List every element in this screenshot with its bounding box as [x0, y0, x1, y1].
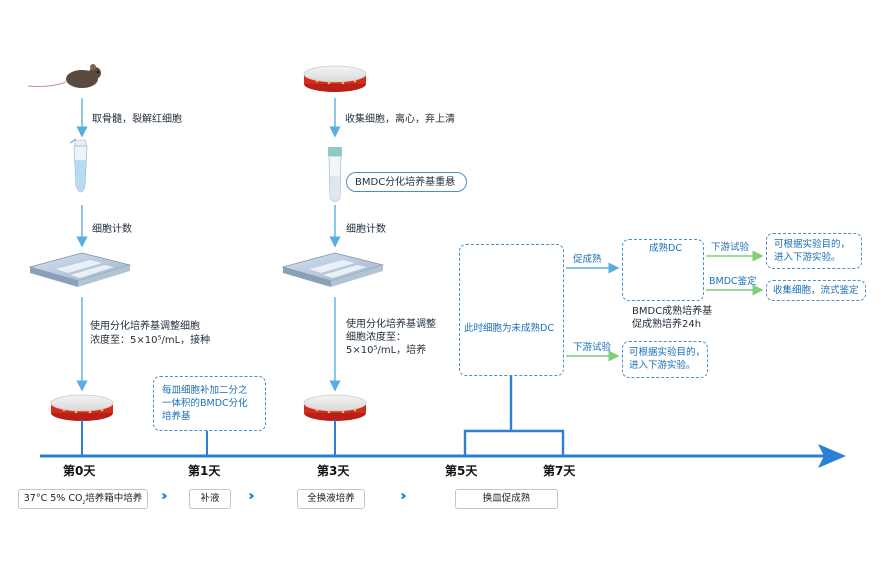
step-adjust-2-line2: 细胞浓度至：	[346, 332, 406, 343]
tube-icon	[69, 138, 88, 193]
experiment-box-1-line2: 进入下游实验。	[774, 252, 841, 263]
step-adjust-1-line2: 浓度至：5×10⁵/mL，接种	[90, 335, 211, 346]
step-count-2: 细胞计数	[346, 224, 386, 235]
action-day0: 37°C 5% CO₂培养箱中培养	[18, 489, 148, 509]
day5-7-bracket	[463, 429, 565, 456]
bmdc-id-label: BMDC鉴定	[709, 276, 757, 287]
experiment-box-2-text: 收集细胞，流式鉴定	[773, 285, 859, 296]
action-day3: 全换液培养	[297, 489, 365, 509]
downstream-label: 下游试验	[573, 342, 612, 353]
experiment-box-3-line1: 可根据实验目的，	[629, 347, 706, 358]
resuspend-box: BMDC分化培养基重悬	[346, 172, 467, 192]
immature-dc-label: 此时细胞为未成熟DC	[464, 323, 554, 334]
experiment-box-1: 可根据实验目的， 进入下游实验。	[766, 233, 862, 269]
day-0-label: 第0天	[63, 464, 96, 478]
hemocytometer-icon	[29, 252, 131, 288]
day-3-label: 第3天	[317, 464, 350, 478]
day-7-label: 第7天	[543, 464, 576, 478]
day1-note-line2: 一体积的BMDC分化	[162, 398, 248, 409]
step-resuspend: BMDC分化培养基重悬	[355, 177, 456, 188]
action-day1: 补液	[189, 489, 231, 509]
step-count-1: 细胞计数	[92, 224, 132, 235]
medium-note-line2: 促成熟培养24h	[632, 319, 702, 330]
promote-label: 促成熟	[573, 254, 602, 265]
step-adjust-2-line1: 使用分化培养基调整	[346, 319, 436, 330]
step-adjust-2-line3: 5×10⁵/mL，培养	[346, 345, 427, 356]
action-day0-text-a: 37°C 5% CO	[23, 493, 83, 504]
petri-dish-icon	[50, 394, 114, 422]
experiment-box-1-line1: 可根据实验目的，	[774, 239, 851, 250]
mature-dc-label: 成熟DC	[649, 243, 682, 254]
tube-icon	[328, 147, 342, 202]
timeline-arrowhead	[818, 444, 846, 468]
day-1-label: 第1天	[188, 464, 221, 478]
action-day5-7: 换皿促成熟	[455, 489, 558, 509]
action-day0-sub: ₂	[82, 497, 86, 506]
experiment-box-3-line2: 进入下游实验。	[629, 360, 696, 371]
chevron-icon: ››	[161, 489, 167, 504]
hemocytometer-icon	[282, 252, 384, 288]
downstream-2-label: 下游试验	[711, 242, 750, 253]
mouse-icon	[27, 64, 101, 88]
chevron-icon: ››	[400, 489, 406, 504]
medium-note-line1: BMDC成熟培养基	[632, 306, 713, 317]
mature-dc-box: 成熟DC	[622, 239, 704, 301]
day1-note-box: 每皿细胞补加二分之 一体积的BMDC分化 培养基	[153, 376, 266, 431]
step-collect: 收集细胞，离心，弃上清	[345, 114, 455, 125]
immature-dc-box: 此时细胞为未成熟DC	[459, 244, 564, 376]
step-adjust-1-line1: 使用分化培养基调整细胞	[90, 321, 200, 332]
petri-dish-icon	[303, 65, 367, 93]
day1-note-line3: 培养基	[162, 411, 191, 422]
action-day0-text-b: 培养箱中培养	[85, 493, 143, 504]
petri-dish-icon	[303, 394, 367, 422]
chevron-icon: ››	[248, 489, 254, 504]
step-bone-marrow: 取骨髓，裂解红细胞	[92, 114, 182, 125]
experiment-box-2: 收集细胞，流式鉴定	[766, 280, 866, 301]
experiment-box-3: 可根据实验目的， 进入下游实验。	[622, 341, 708, 378]
day-5-label: 第5天	[445, 464, 478, 478]
day1-note-line1: 每皿细胞补加二分之	[162, 385, 248, 396]
